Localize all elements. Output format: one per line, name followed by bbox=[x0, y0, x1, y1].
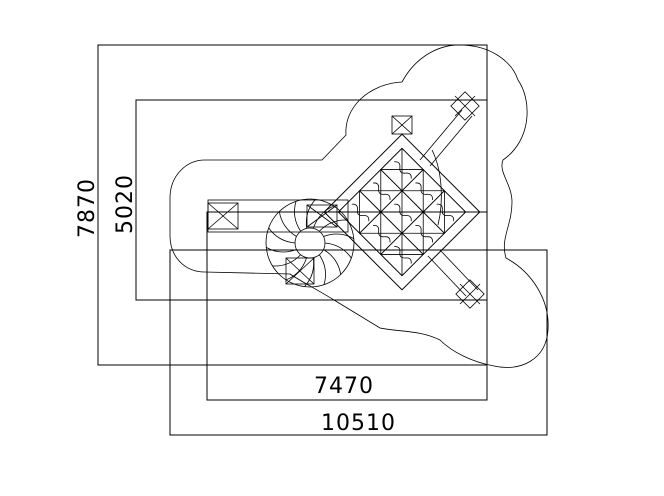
dim-box-10510 bbox=[169, 249, 548, 436]
central-tower bbox=[323, 133, 481, 291]
slide-segment bbox=[268, 227, 296, 244]
tower-deck-cell bbox=[380, 147, 424, 192]
dim-box-5020 bbox=[135, 99, 488, 301]
slide-segment bbox=[278, 211, 297, 237]
tower-deck-cell bbox=[380, 232, 424, 277]
slide-segment bbox=[305, 199, 316, 229]
dim-box-7470 bbox=[206, 211, 488, 401]
slide-segment bbox=[266, 246, 297, 253]
tower-deck-cell bbox=[359, 211, 403, 255]
slide-segment bbox=[304, 257, 315, 287]
dim-label-10510: 10510 bbox=[321, 411, 396, 436]
slide-segment bbox=[323, 233, 354, 240]
slide-segment bbox=[319, 254, 326, 285]
dim-box-7870 bbox=[97, 44, 488, 366]
slide-segment bbox=[285, 257, 308, 281]
tower-deck-cell bbox=[401, 169, 445, 213]
slide-segment bbox=[272, 254, 301, 267]
tower-deck-cell bbox=[401, 211, 445, 255]
platform-left bbox=[207, 199, 349, 233]
safety-zone-outline bbox=[169, 44, 549, 368]
dim-label-7870: 7870 bbox=[75, 178, 100, 238]
slide-segment bbox=[319, 219, 348, 232]
slide-segment bbox=[324, 242, 352, 259]
tower-deck-cell bbox=[337, 190, 382, 234]
spiral-slide bbox=[265, 198, 355, 288]
slide-segment bbox=[312, 205, 335, 229]
upper-arm-bridge bbox=[391, 91, 480, 226]
tower-deck-cell bbox=[422, 190, 467, 234]
slide-segment bbox=[323, 249, 342, 275]
tower-deck-cell bbox=[359, 169, 403, 213]
dim-label-7470: 7470 bbox=[314, 374, 374, 399]
slide-segment bbox=[294, 201, 301, 232]
tower-deck-cell bbox=[380, 190, 424, 234]
lower-arm-bridge bbox=[427, 249, 485, 309]
dim-label-5020: 5020 bbox=[113, 174, 138, 234]
